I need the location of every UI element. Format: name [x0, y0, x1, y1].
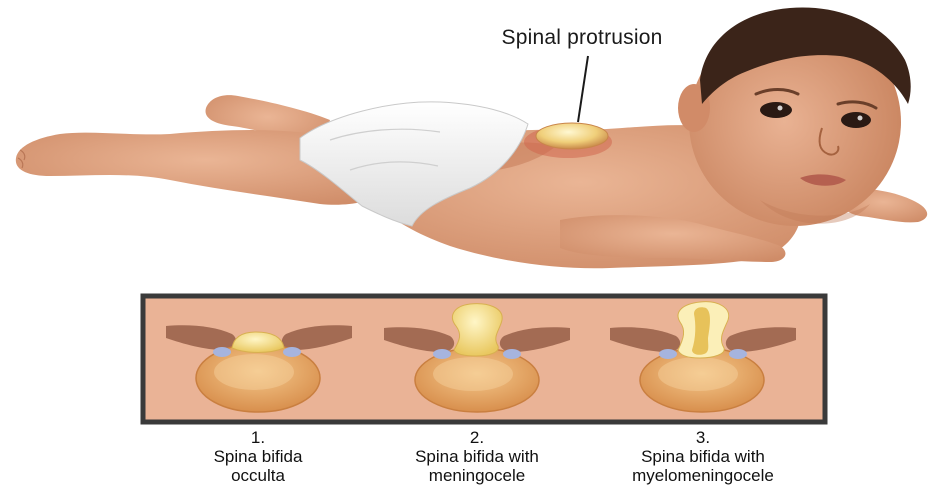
- hair: [700, 7, 911, 105]
- nerve-root-left: [213, 347, 231, 357]
- caption-line2: occulta: [231, 466, 285, 485]
- lamina-left: [166, 325, 237, 350]
- caption-line1: Spina bifida: [213, 447, 303, 466]
- callout-leader-line: [577, 55, 589, 123]
- lamina-left: [610, 327, 681, 352]
- cross-section-panel: [140, 293, 828, 425]
- caption-number: 1.: [250, 428, 266, 447]
- lamina-right: [499, 327, 570, 352]
- nose: [818, 127, 840, 156]
- baby-figure: [15, 7, 928, 269]
- cross-section-meningocele: [384, 303, 570, 413]
- nerve-root-left: [659, 349, 677, 359]
- eyebrows: [754, 88, 878, 110]
- foot-toes: [17, 149, 26, 169]
- nerve-root-left: [433, 349, 451, 359]
- caption-meningocele: 2. Spina bifida with meningocele: [357, 428, 597, 485]
- lamina-right: [281, 325, 352, 350]
- nerve-root-right: [729, 349, 747, 359]
- mouth: [800, 174, 846, 186]
- lamina-left: [384, 327, 455, 352]
- nerve-root-right: [503, 349, 521, 359]
- caption-number: 2.: [469, 428, 485, 447]
- right-eye: [841, 112, 871, 128]
- diaper-fold: [329, 128, 441, 171]
- lamina-right: [725, 327, 796, 352]
- herniated-cord: [692, 307, 710, 355]
- cross-section-myelomeningocele: [610, 301, 796, 413]
- caption-number: 3.: [695, 428, 711, 447]
- spinal-protrusion: [535, 122, 609, 150]
- spinal-cord: [231, 331, 285, 353]
- caption-line2: myelomeningocele: [632, 466, 774, 485]
- caption-myelomeningocele: 3. Spina bifida with myelomeningocele: [583, 428, 823, 485]
- cross-section-occulta: [166, 325, 352, 413]
- spinal-protrusion-label: Spinal protrusion: [501, 26, 663, 49]
- caption-line2: meningocele: [428, 466, 526, 485]
- caption-line1: Spina bifida with: [641, 447, 765, 466]
- meningeal-sac: [452, 303, 503, 357]
- arm: [560, 215, 786, 262]
- caption-occulta: 1. Spina bifida occulta: [138, 428, 378, 485]
- caption-line1: Spina bifida with: [415, 447, 539, 466]
- left-eye: [760, 102, 792, 118]
- nerve-root-right: [283, 347, 301, 357]
